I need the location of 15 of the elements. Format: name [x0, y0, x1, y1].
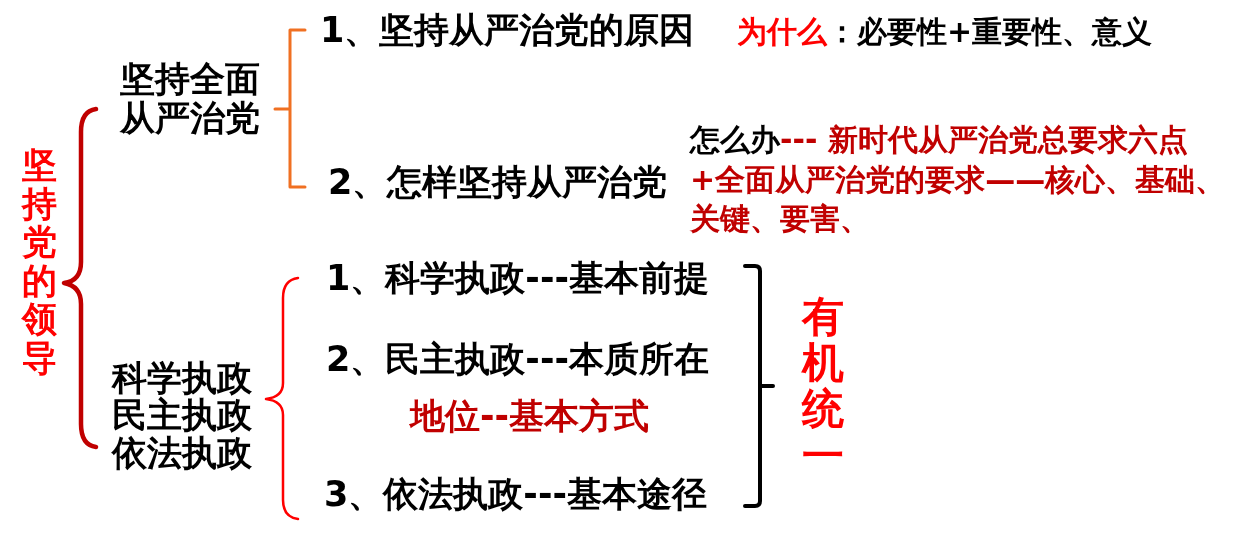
point-text: 2、民主执政---本质所在 [326, 338, 709, 380]
subtopic-text: 坚持全面从严治党 [120, 60, 261, 139]
conclusion-text: 有机统一 [802, 294, 844, 479]
question-text: 为什么 [737, 14, 827, 50]
answer-text: ：必要性+重要性、意义 [827, 14, 1153, 50]
answer-text: --- 新时代从严治党总要求六点 [780, 122, 1188, 158]
answer-text: +全面从严治党的要求——核心、基础、关键、要害、 [690, 161, 1227, 238]
point-text: 1、科学执政---基本前提 [326, 257, 709, 299]
subtopic-text: 科学执政民主执政依法执政 [112, 360, 253, 473]
question-text: 怎么办 [690, 122, 780, 158]
note-text: 地位--基本方式 [410, 395, 650, 437]
main-topic-text: 坚持党的领导 [22, 146, 57, 377]
point-text: 1、坚持从严治党的原因 [320, 9, 695, 51]
point-text: 3、依法执政---基本途径 [324, 473, 707, 515]
point-text: 2、怎样坚持从严治党 [328, 161, 668, 203]
